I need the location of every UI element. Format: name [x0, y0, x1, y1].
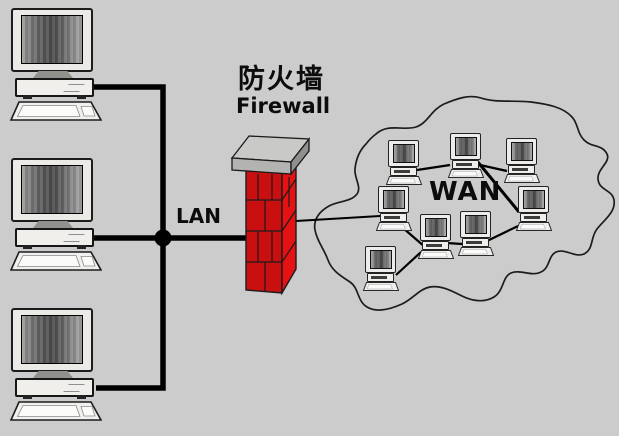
drive-slot — [63, 84, 85, 92]
drive-slot — [466, 241, 482, 244]
keyboard — [386, 176, 422, 185]
drive-slot — [456, 163, 472, 166]
monitor — [506, 138, 537, 165]
screen — [424, 217, 447, 237]
case-foot — [23, 395, 32, 399]
case-foot — [77, 245, 86, 249]
firewall-label-zh: 防火墙 — [238, 64, 325, 95]
drive-slot — [512, 168, 528, 171]
case-foot — [77, 395, 86, 399]
wan-computer-3 — [504, 138, 540, 183]
case-foot — [23, 245, 32, 249]
keyboard — [10, 251, 102, 271]
computer-case — [15, 228, 94, 249]
keyboard — [504, 174, 540, 183]
computer-case — [508, 165, 535, 174]
computer-case — [15, 378, 94, 399]
wan-link — [416, 163, 451, 172]
drive-slot — [384, 216, 400, 219]
keyboard — [10, 401, 102, 421]
wan-computer-5 — [516, 186, 552, 231]
screen — [21, 315, 83, 364]
monitor — [388, 140, 419, 167]
drive-slot — [524, 216, 540, 219]
screen — [382, 189, 405, 209]
monitor — [420, 214, 451, 241]
wan-link — [446, 241, 463, 246]
wan-link — [475, 160, 521, 213]
firewall-to-wan-link — [295, 215, 381, 222]
monitor — [518, 186, 549, 213]
firewall-icon — [230, 135, 311, 296]
monitor-stand — [33, 371, 73, 378]
computer-case — [462, 238, 489, 247]
keyboard — [516, 222, 552, 231]
computer-case — [367, 273, 394, 282]
screen — [464, 214, 487, 234]
case-foot — [77, 95, 86, 99]
keyboard — [418, 250, 454, 259]
lan-label: LAN — [176, 204, 221, 228]
screen — [21, 15, 83, 64]
lan-junction-dot — [154, 229, 172, 247]
computer-case — [390, 167, 417, 176]
keyboard — [363, 282, 399, 291]
keyboard — [458, 247, 494, 256]
drive-slot — [63, 234, 85, 242]
wan-computer-1 — [386, 140, 422, 185]
screen — [522, 189, 545, 209]
monitor — [450, 133, 481, 160]
monitor — [365, 246, 396, 273]
lan-computer-2 — [10, 158, 102, 272]
wan-computer-4 — [376, 186, 412, 231]
screen — [510, 141, 533, 161]
keyboard — [10, 101, 102, 121]
wan-computer-7 — [458, 211, 494, 256]
monitor-stand — [33, 71, 73, 78]
wan-computer-6 — [418, 214, 454, 259]
keyboard — [448, 169, 484, 178]
drive-slot — [394, 170, 410, 173]
drive-slot — [63, 384, 85, 392]
wan-links — [295, 160, 521, 276]
drive-slot — [426, 244, 442, 247]
screen — [392, 143, 415, 163]
wan-link — [402, 227, 426, 248]
computer-case — [520, 213, 547, 222]
wan-link — [479, 163, 508, 173]
monitor — [11, 308, 93, 372]
firewall-cap-side — [290, 137, 310, 176]
lan-computer-1 — [10, 8, 102, 122]
drive-slot — [371, 276, 387, 279]
wan-computer-2 — [448, 133, 484, 178]
firewall-brick-lines — [246, 174, 297, 291]
screen — [454, 136, 477, 156]
computer-case — [15, 78, 94, 99]
monitor — [11, 8, 93, 72]
keyboard — [376, 222, 412, 231]
screen — [369, 249, 392, 269]
wan-link — [395, 251, 422, 276]
firewall-label-en: Firewall — [236, 94, 331, 118]
case-foot — [23, 95, 32, 99]
computer-case — [422, 241, 449, 250]
computer-case — [452, 160, 479, 169]
monitor — [11, 158, 93, 222]
wan-cloud-outline — [313, 95, 615, 311]
wan-label: WAN — [429, 177, 502, 207]
firewall-wall-front — [245, 166, 283, 294]
monitor-stand — [33, 221, 73, 228]
monitor — [378, 186, 409, 213]
wan-link — [486, 225, 519, 242]
screen — [21, 165, 83, 214]
computer-case — [380, 213, 407, 222]
lan-computer-3 — [10, 308, 102, 422]
wan-computer-8 — [363, 246, 399, 291]
monitor — [460, 211, 491, 238]
